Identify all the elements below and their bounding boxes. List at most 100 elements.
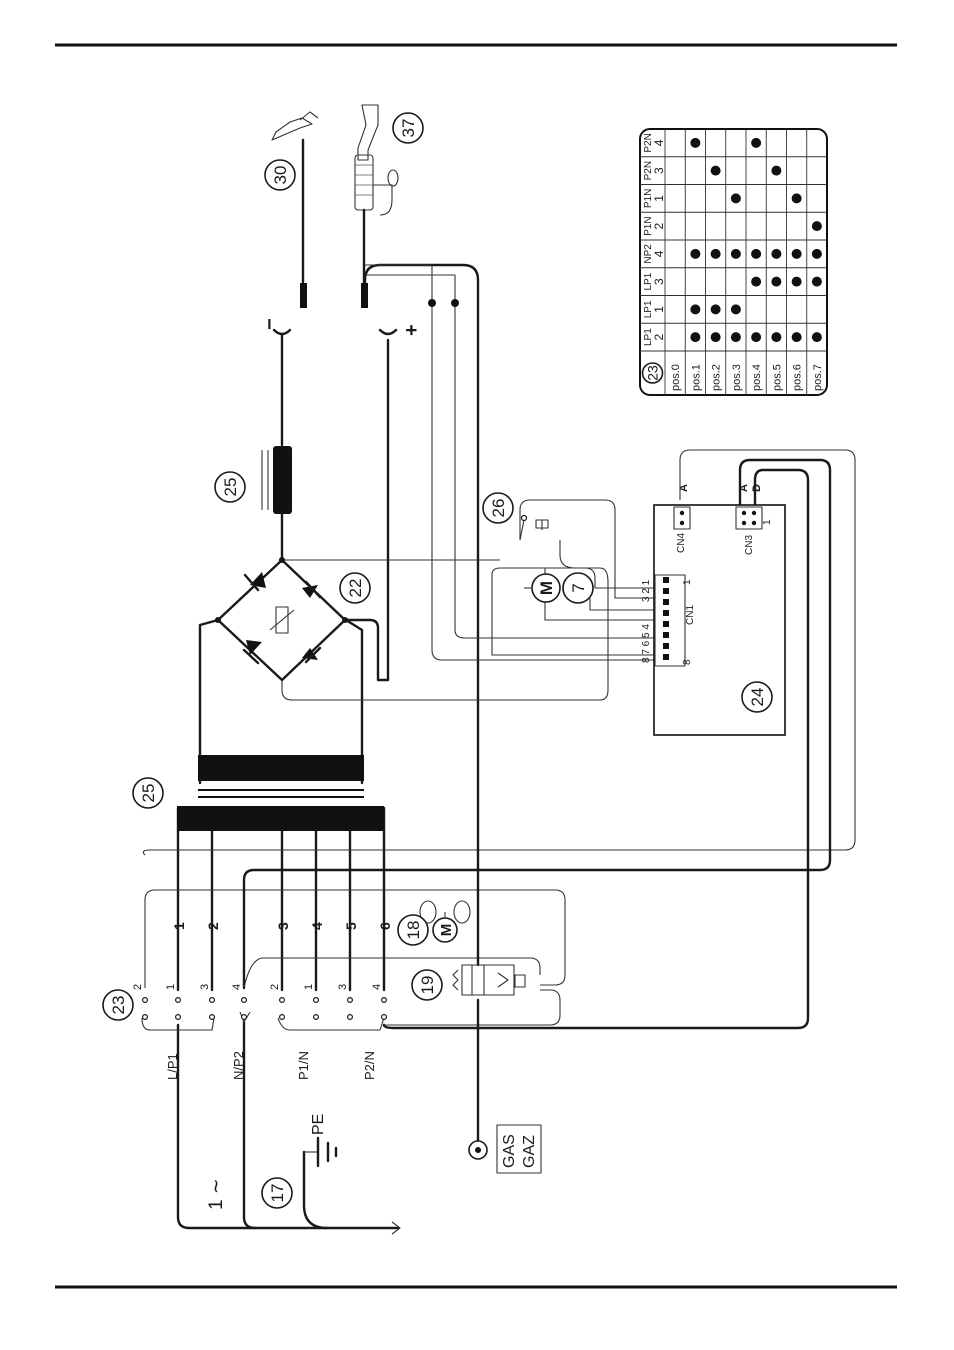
primary-tap-label: 2 (205, 922, 221, 930)
table-row-label: pos.5 (771, 364, 783, 391)
label-d: D (751, 484, 763, 492)
table-dot (792, 277, 802, 287)
label-17: 17 (262, 1178, 292, 1208)
table-dot (711, 249, 721, 259)
selector-contact (382, 1015, 387, 1020)
svg-text:26: 26 (489, 499, 508, 518)
table-dot (792, 193, 802, 203)
table-dot (771, 277, 781, 287)
label-cn1-eight: 8 (682, 659, 693, 665)
table-col-head-bottom: 4 (652, 139, 666, 146)
output-inductor (262, 446, 292, 514)
svg-text:37: 37 (399, 119, 418, 138)
cn1-pin (663, 599, 669, 605)
cn1-pin (663, 621, 669, 627)
table-dot (690, 304, 700, 314)
cn1-pin (663, 588, 669, 594)
selector-terminal-label: 4 (231, 984, 243, 990)
selector-contact (143, 1015, 148, 1020)
main-transformer (177, 755, 384, 831)
table-dot (690, 249, 700, 259)
table-col-head-bottom: 2 (652, 222, 666, 229)
label-24: 24 (742, 682, 772, 712)
primary-tap-label: 4 (309, 922, 325, 930)
label-cn4: CN4 (676, 533, 687, 553)
cn1-pin (663, 610, 669, 616)
label-p1-n: P1/N (296, 1051, 311, 1080)
selector-terminal (314, 998, 319, 1003)
cn1-pin (663, 577, 669, 583)
wires (143, 265, 855, 1234)
wire-feed-motor: M (524, 574, 560, 602)
earth-symbol (318, 1138, 336, 1166)
label-gas: GAS (501, 1134, 518, 1168)
table-dot (711, 332, 721, 342)
svg-text:24: 24 (748, 688, 767, 707)
table-dot (690, 332, 700, 342)
label-a2: A (738, 484, 750, 492)
table-row-label: pos.3 (731, 364, 743, 391)
label-cn3-one: 1 (762, 519, 773, 525)
table-dot (731, 304, 741, 314)
table-dot (812, 277, 822, 287)
selector-terminal (176, 998, 181, 1003)
selector-contact (314, 1015, 319, 1020)
table-dot (690, 138, 700, 148)
table-dot (731, 249, 741, 259)
table-dot (771, 332, 781, 342)
table-dot (711, 166, 721, 176)
selector-terminal (242, 998, 247, 1003)
label-cn1-top-pins: 3 2 1 (641, 579, 652, 602)
selector-switch: 21342134 123456 (132, 922, 393, 1030)
table-col-head-bottom: 1 (652, 195, 666, 202)
table-row-label: pos.0 (670, 364, 682, 391)
label-cn1: CN1 (685, 605, 696, 625)
table-dot (731, 193, 741, 203)
selector-terminal-label: 3 (337, 984, 349, 990)
selector-contact (176, 1015, 181, 1020)
table-col-head-bottom: 3 (652, 167, 666, 174)
table-dot (751, 249, 761, 259)
table-dot (792, 249, 802, 259)
selector-terminal (280, 998, 285, 1003)
label-cn1-one: 1 (682, 579, 693, 585)
selector-terminal (210, 998, 215, 1003)
junction-dots (215, 299, 459, 623)
cn1-pin (663, 632, 669, 638)
table-dot (751, 277, 761, 287)
table-dot (792, 332, 802, 342)
table-col-head-bottom: 3 (652, 278, 666, 285)
earth-clamp (272, 112, 318, 308)
cn1-pin (663, 654, 669, 660)
label-p2-n: P2/N (362, 1051, 377, 1080)
selector-terminal-label: 2 (269, 984, 281, 990)
table-row-label: pos.1 (690, 364, 702, 391)
label-37: 37 (393, 113, 423, 143)
label-22: 22 (340, 573, 370, 603)
svg-text:25: 25 (139, 784, 158, 803)
svg-text:17: 17 (268, 1184, 287, 1203)
label-cn1-bottom-pins: 8 7 6 5 4 (641, 624, 652, 663)
svg-text:23: 23 (109, 996, 128, 1015)
selector-terminal (143, 998, 148, 1003)
label-25-top: 25 (133, 778, 163, 808)
svg-text:22: 22 (346, 579, 365, 598)
table-dot (812, 332, 822, 342)
cn1-pin (663, 643, 669, 649)
selector-terminal-label: 1 (165, 984, 177, 990)
welding-torch (355, 105, 398, 308)
label-gaz: GAZ (521, 1135, 538, 1168)
svg-text:M: M (537, 581, 556, 595)
label-25-inductor: 25 (215, 472, 245, 502)
thermostat (520, 516, 548, 541)
svg-text:M: M (438, 924, 455, 937)
table-dot (771, 166, 781, 176)
label-pe: PE (310, 1114, 327, 1135)
table-col-head-bottom: 1 (652, 306, 666, 313)
selector-terminal-label: 2 (132, 984, 144, 990)
label-23-top: 23 (103, 990, 133, 1020)
table-dot (751, 138, 761, 148)
selector-contact (348, 1015, 353, 1020)
selector-terminal (348, 998, 353, 1003)
